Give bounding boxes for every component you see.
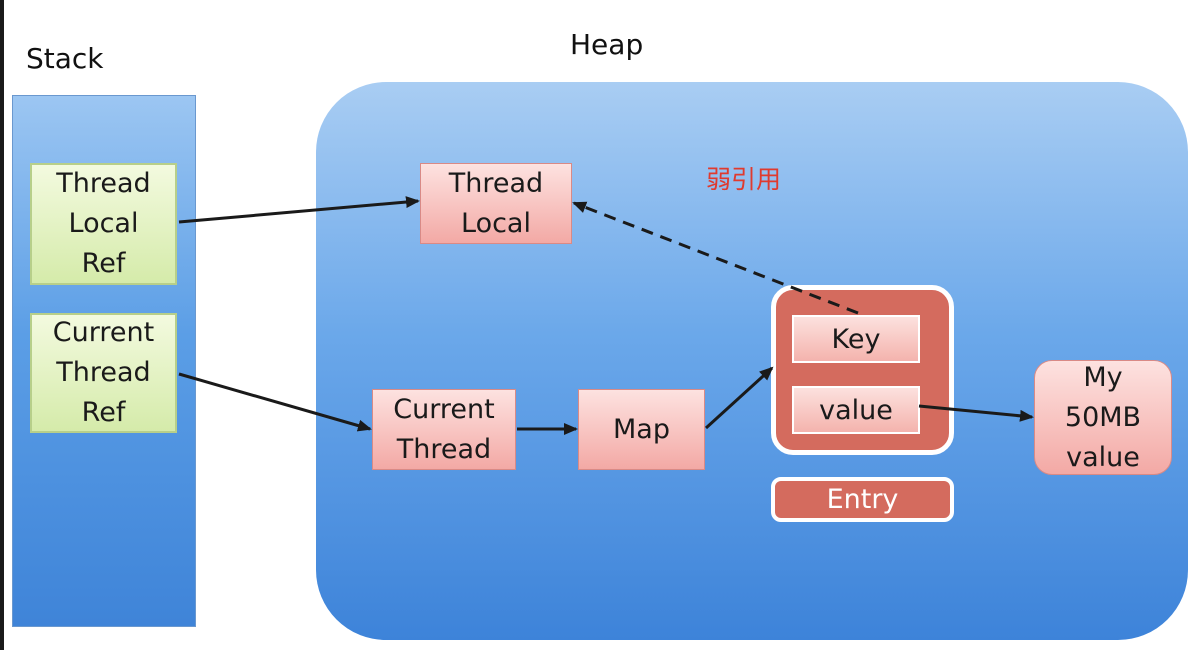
- entry-container: Key value: [771, 285, 954, 455]
- weak-arrow-key-to-threadlocal: [572, 201, 859, 315]
- left-frame-edge: [0, 0, 4, 650]
- entry-label: Entry: [771, 477, 954, 522]
- arrow-map-to-entry: [704, 366, 774, 430]
- current-thread-box: Current Thread: [372, 389, 516, 470]
- thread-local-ref-box: Thread Local Ref: [30, 163, 177, 285]
- current-thread-ref-box: Current Thread Ref: [30, 313, 177, 433]
- arrow-threadlocalref-to-threadlocal: [178, 196, 420, 224]
- heap-label: Heap: [570, 28, 644, 61]
- arrow-currentthreadref-to-currentthread: [178, 372, 372, 432]
- entry-value-field: value: [792, 386, 920, 434]
- stack-label: Stack: [26, 42, 104, 75]
- weak-reference-label: 弱引用: [706, 165, 782, 194]
- map-box: Map: [578, 389, 705, 470]
- arrow-value-to-50mb-value: [918, 404, 1034, 422]
- thread-local-box: Thread Local: [420, 163, 572, 244]
- my-50mb-value-box: My 50MB value: [1034, 360, 1172, 475]
- entry-key-field: Key: [792, 315, 920, 363]
